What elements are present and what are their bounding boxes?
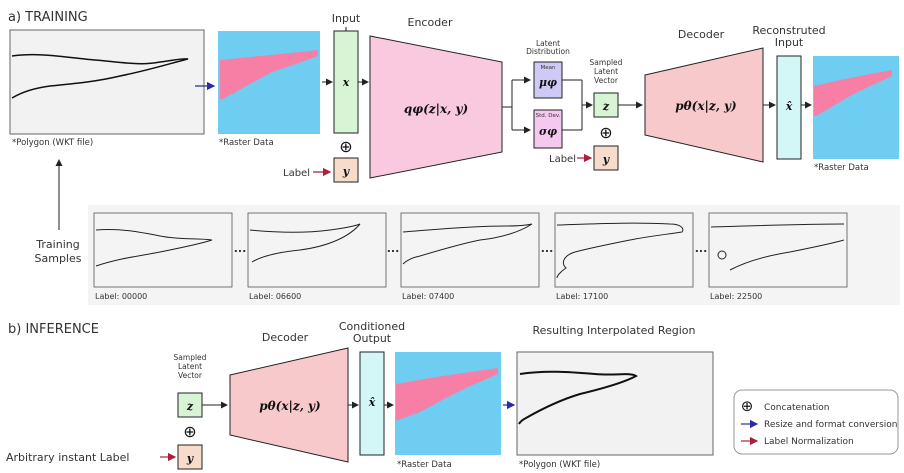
legend-concat-icon: ⊕ [741, 397, 754, 415]
ellipsis-2: ... [387, 242, 400, 255]
training-polygon-caption: *Polygon (WKT file) [12, 138, 93, 148]
latent-dist-label-1: Latent [536, 39, 560, 48]
inf-concat-symbol: ⊕ [183, 422, 196, 441]
input-x-box [333, 30, 359, 134]
label-y-box-2 [593, 145, 619, 171]
inference-raster-caption: *Raster Data [397, 460, 452, 470]
result-label: Resulting Interpolated Region [532, 324, 695, 337]
sample-label-2: Label: 06600 [249, 292, 301, 301]
label-y-symbol-2: y [602, 153, 611, 166]
inf-decoder-formula: pθ(x|z, y) [259, 399, 320, 413]
training-raster-caption: *Raster Data [219, 138, 274, 148]
sample-2 [247, 212, 387, 288]
reconstructed-label-1: Reconstruted [752, 24, 825, 37]
reconstructed-raster-caption: *Raster Data [814, 163, 869, 173]
label-y-symbol-1: y [342, 165, 351, 178]
ellipsis-3: ... [541, 242, 554, 255]
mu-box [533, 61, 563, 99]
decoder-label: Decoder [678, 28, 725, 41]
mu-symbol: μφ [539, 76, 557, 89]
latent-dist-label-2: Distribution [526, 47, 570, 56]
reconstructed-raster-image [813, 56, 899, 159]
encoder-label: Encoder [408, 16, 453, 29]
sigma-box [533, 109, 563, 149]
sigma-symbol: σφ [539, 125, 557, 138]
sample-label-3: Label: 07400 [402, 292, 454, 301]
concat-symbol-2: ⊕ [599, 123, 612, 142]
mean-label: Mean [541, 65, 556, 71]
sample-5 [708, 212, 848, 288]
reconstructed-xhat-symbol: x̂ [785, 100, 793, 113]
arbitrary-label-text: Arbitrary instant Label [6, 451, 129, 464]
encoder-split-connector [502, 76, 531, 134]
inf-latent-z-symbol: z [186, 400, 194, 413]
sample-label-5: Label: 22500 [710, 292, 762, 301]
inference-polygon-image [516, 351, 714, 456]
label-text-2: Label [549, 154, 576, 165]
encoder-formula: qφ(z|x, y) [404, 102, 468, 116]
reconstructed-label-2: Input [775, 36, 804, 49]
latent-z-symbol: z [602, 100, 610, 113]
label-text-1: Label [283, 168, 310, 179]
input-label: Input [332, 12, 361, 25]
legend-resize-text: Resize and format conversion [764, 420, 898, 430]
inf-label-y-symbol: y [186, 452, 195, 465]
conditioned-label-2: Output [353, 332, 392, 345]
ellipsis-1: ... [234, 242, 247, 255]
sample-3 [400, 212, 540, 288]
inference-polygon-caption: *Polygon (WKT file) [519, 460, 600, 470]
decoder-formula: pθ(x|z, y) [675, 99, 736, 113]
training-samples-title-2: Samples [35, 252, 82, 265]
inf-sampled-label-1: Sampled [174, 353, 207, 362]
conditioned-xhat-symbol: x̂ [368, 396, 376, 409]
conditioned-label-1: Conditioned [339, 320, 405, 333]
legend-normalize-text: Label Normalization [764, 437, 854, 447]
latent-merge-connector [562, 79, 593, 131]
reconstructed-xhat-box [776, 55, 802, 160]
inf-decoder-trapezoid [229, 347, 349, 463]
ellipsis-4: ... [695, 242, 708, 255]
training-title: a) TRAINING [8, 10, 88, 25]
sampled-label-3: Vector [594, 76, 619, 85]
sample-label-1: Label: 00000 [95, 292, 147, 301]
training-raster-image [218, 31, 320, 134]
inf-latent-z-box [177, 392, 203, 418]
encoder-trapezoid [369, 35, 503, 179]
sample-4 [554, 212, 694, 288]
label-y-box-1 [333, 157, 359, 183]
sample-1 [93, 212, 233, 288]
legend-concat-text: Concatenation [764, 403, 829, 413]
latent-z-box [593, 92, 619, 118]
input-x-symbol: x [342, 76, 350, 89]
legend [733, 389, 899, 455]
conditioned-xhat-box [359, 351, 385, 456]
decoder-trapezoid [644, 47, 764, 163]
training-samples-title-1: Training [35, 238, 79, 251]
training-polygon-image [9, 29, 205, 135]
sampled-label-1: Sampled [590, 58, 623, 67]
inference-raster-image [395, 352, 501, 455]
inf-sampled-label-3: Vector [178, 371, 203, 380]
inference-title: b) INFERENCE [8, 322, 99, 337]
sampled-label-2: Latent [594, 67, 618, 76]
concat-symbol-1: ⊕ [339, 137, 352, 156]
inf-label-y-box [177, 444, 203, 470]
inf-decoder-label: Decoder [262, 331, 309, 344]
sample-label-4: Label: 17100 [556, 292, 608, 301]
inf-sampled-label-2: Latent [178, 362, 202, 371]
std-label: Std. Dev. [536, 113, 561, 119]
